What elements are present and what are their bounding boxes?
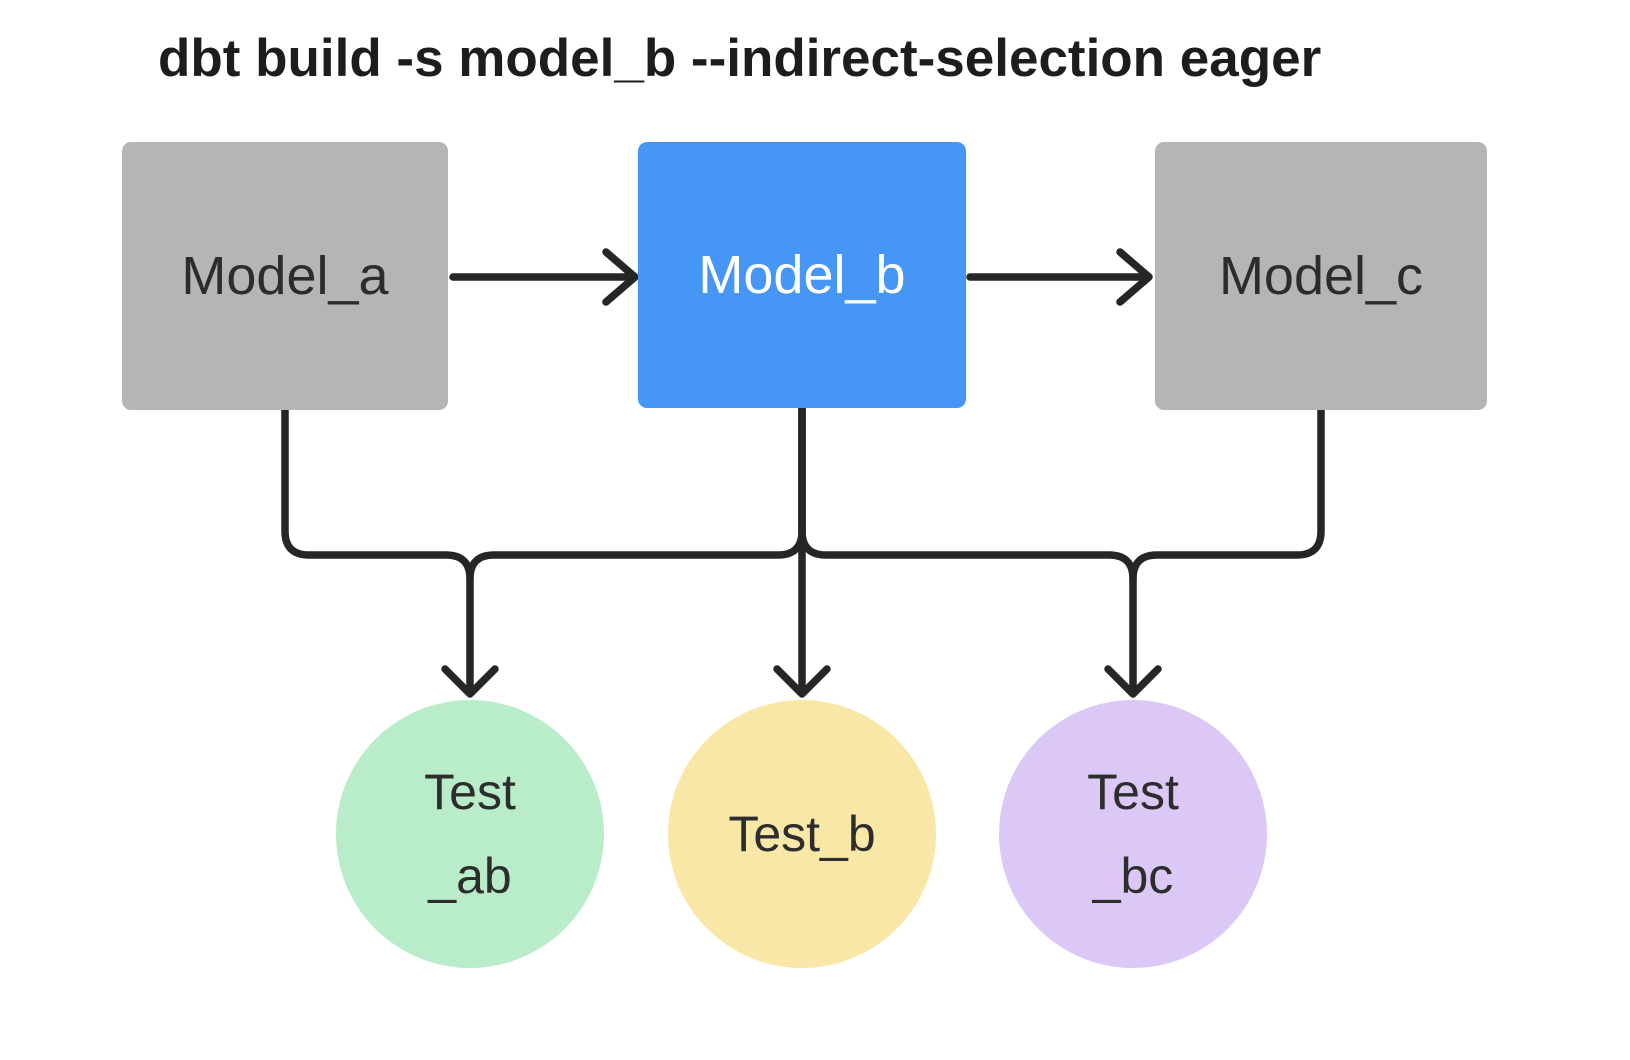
arrowhead-test-ab-icon [441,665,499,698]
node-test-b: Test_b [668,700,936,968]
node-model-c-label: Model_c [1218,246,1424,306]
node-test-bc: Test _bc [999,700,1267,968]
node-model-b-label: Model_b [698,245,906,305]
diagram-title: dbt build -s model_b --indirect-selectio… [158,29,1322,88]
arrowhead-model-c-icon [1116,248,1153,306]
node-test-bc-label-line2: _bc [1092,848,1174,904]
node-test-bc-label-line1: Test [1087,763,1179,820]
arrowhead-test-bc-icon [1104,665,1162,698]
node-model-a-label: Model_a [181,246,389,306]
node-model-b: Model_b [638,142,966,408]
arrowhead-test-b-icon [773,665,831,698]
node-test-b-label: Test_b [728,805,876,862]
node-test-ab: Test _ab [336,700,604,968]
edge-model-a-to-test-ab [281,406,474,695]
arrowhead-model-b-icon [602,248,639,306]
node-model-a: Model_a [122,142,448,410]
edge-model-c-to-test-bc [1129,406,1325,583]
edge-model-b-to-test-ab [466,404,806,583]
node-test-ab-label-line2: _ab [428,848,512,904]
node-test-ab-label-line1: Test [424,763,516,820]
edge-model-b-to-test-bc [798,404,1137,695]
node-model-c: Model_c [1155,142,1487,410]
